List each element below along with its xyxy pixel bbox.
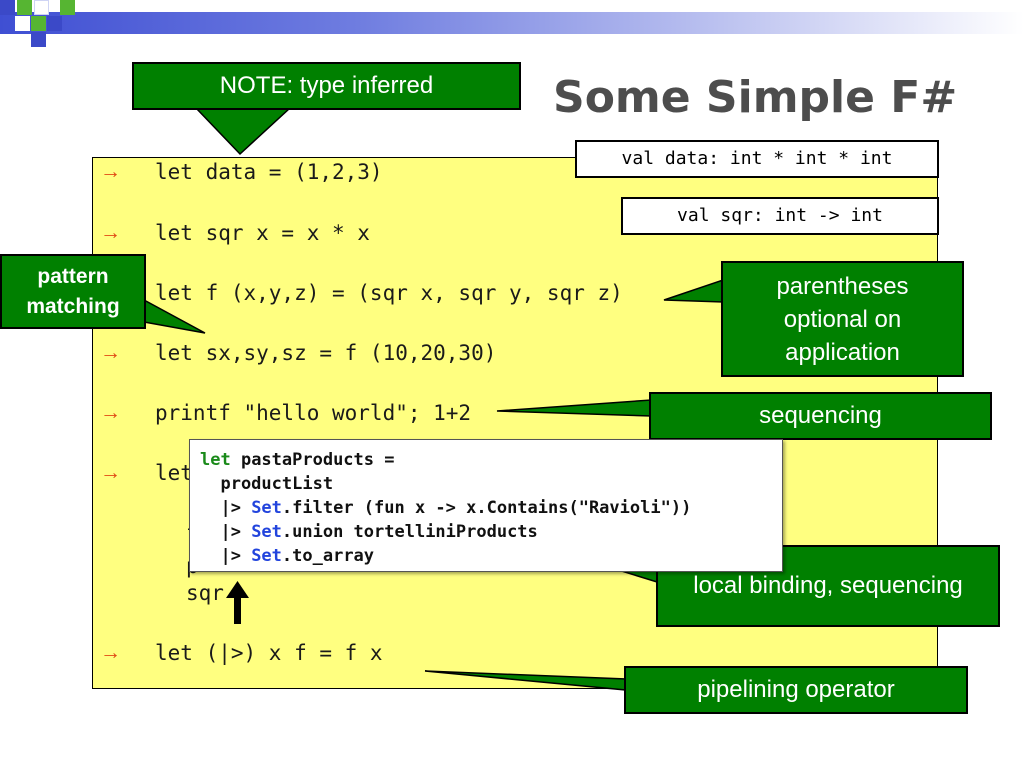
callout-line: parentheses xyxy=(776,273,909,300)
code-line-data: let data = (1,2,3) xyxy=(155,160,383,184)
callout-line: optional on xyxy=(783,306,902,333)
logo-square xyxy=(15,16,30,31)
logo-square xyxy=(34,0,49,15)
up-arrow-shaft xyxy=(234,596,241,624)
logo-square xyxy=(60,0,75,15)
popup-line-1: let pastaProducts = xyxy=(200,448,782,472)
popup-text: .union tortelliniProducts xyxy=(281,522,538,542)
bullet-arrow: → xyxy=(100,401,121,424)
bullet-arrow: → xyxy=(100,461,121,484)
logo-square xyxy=(17,0,32,15)
popup-line-4: |> Set.union tortelliniProducts xyxy=(200,520,782,544)
pattern-matching-callout: pattern matching xyxy=(0,254,146,329)
keyword-set: Set xyxy=(251,522,282,542)
code-line-printf: printf "hello world"; 1+2 xyxy=(155,401,472,425)
bullet-arrow: → xyxy=(100,160,121,183)
pipelining-callout: pipelining operator xyxy=(624,666,968,714)
pipe-prefix: |> xyxy=(200,498,252,518)
pipeline-example-popup: let pastaProducts = productList |> Set.f… xyxy=(189,439,783,572)
up-arrow-head xyxy=(226,581,249,598)
bullet-arrow: → xyxy=(100,641,121,664)
parentheses-callout: parentheses optional on application xyxy=(721,261,964,377)
popup-line-5: |> Set.to_array xyxy=(200,544,782,568)
popup-text: pastaProducts = xyxy=(230,450,395,470)
code-line-sqr: let sqr x = x * x xyxy=(155,221,370,245)
callout-line: pattern xyxy=(37,265,109,288)
callout-line: matching xyxy=(26,295,120,318)
bullet-arrow: → xyxy=(100,341,121,364)
type-box-sqr: val sqr: int -> int xyxy=(621,197,939,235)
popup-line-2: productList xyxy=(200,474,334,494)
logo-square xyxy=(31,32,46,47)
note-callout: NOTE: type inferred xyxy=(132,62,521,110)
pipelining-callout-tail xyxy=(424,670,627,691)
code-fragment: sqr xyxy=(186,581,224,605)
keyword-let: let xyxy=(200,450,231,470)
code-line-let-partial: let xyxy=(155,461,193,485)
keyword-set: Set xyxy=(251,498,282,518)
code-line-sx: let sx,sy,sz = f (10,20,30) xyxy=(155,341,497,365)
callout-line: application xyxy=(785,339,900,366)
note-callout-tail xyxy=(194,107,292,156)
bullet-arrow: → xyxy=(100,221,121,244)
pipe-prefix: |> xyxy=(200,522,252,542)
parens-callout-tail xyxy=(663,278,724,303)
sequencing-callout-tail xyxy=(496,399,652,417)
popup-text: .to_array xyxy=(281,546,375,566)
pipe-prefix: |> xyxy=(200,546,252,566)
type-box-data: val data: int * int * int xyxy=(575,140,939,178)
code-line-f: let f (x,y,z) = (sqr x, sqr y, sqr z) xyxy=(155,281,623,305)
popup-line-3: |> Set.filter (fun x -> x.Contains("Ravi… xyxy=(200,496,782,520)
keyword-set: Set xyxy=(251,546,282,566)
logo-square xyxy=(47,16,62,31)
logo-square xyxy=(0,0,15,15)
header-gradient-bar xyxy=(0,12,1024,34)
sequencing-callout: sequencing xyxy=(649,392,992,440)
slide-title: Some Simple F# xyxy=(553,72,958,123)
popup-text: .filter (fun x -> x.Contains("Ravioli")) xyxy=(281,498,692,518)
code-line-pipe: let (|>) x f = f x xyxy=(155,641,383,665)
logo-square xyxy=(31,16,46,31)
pattern-callout-tail xyxy=(143,298,206,334)
